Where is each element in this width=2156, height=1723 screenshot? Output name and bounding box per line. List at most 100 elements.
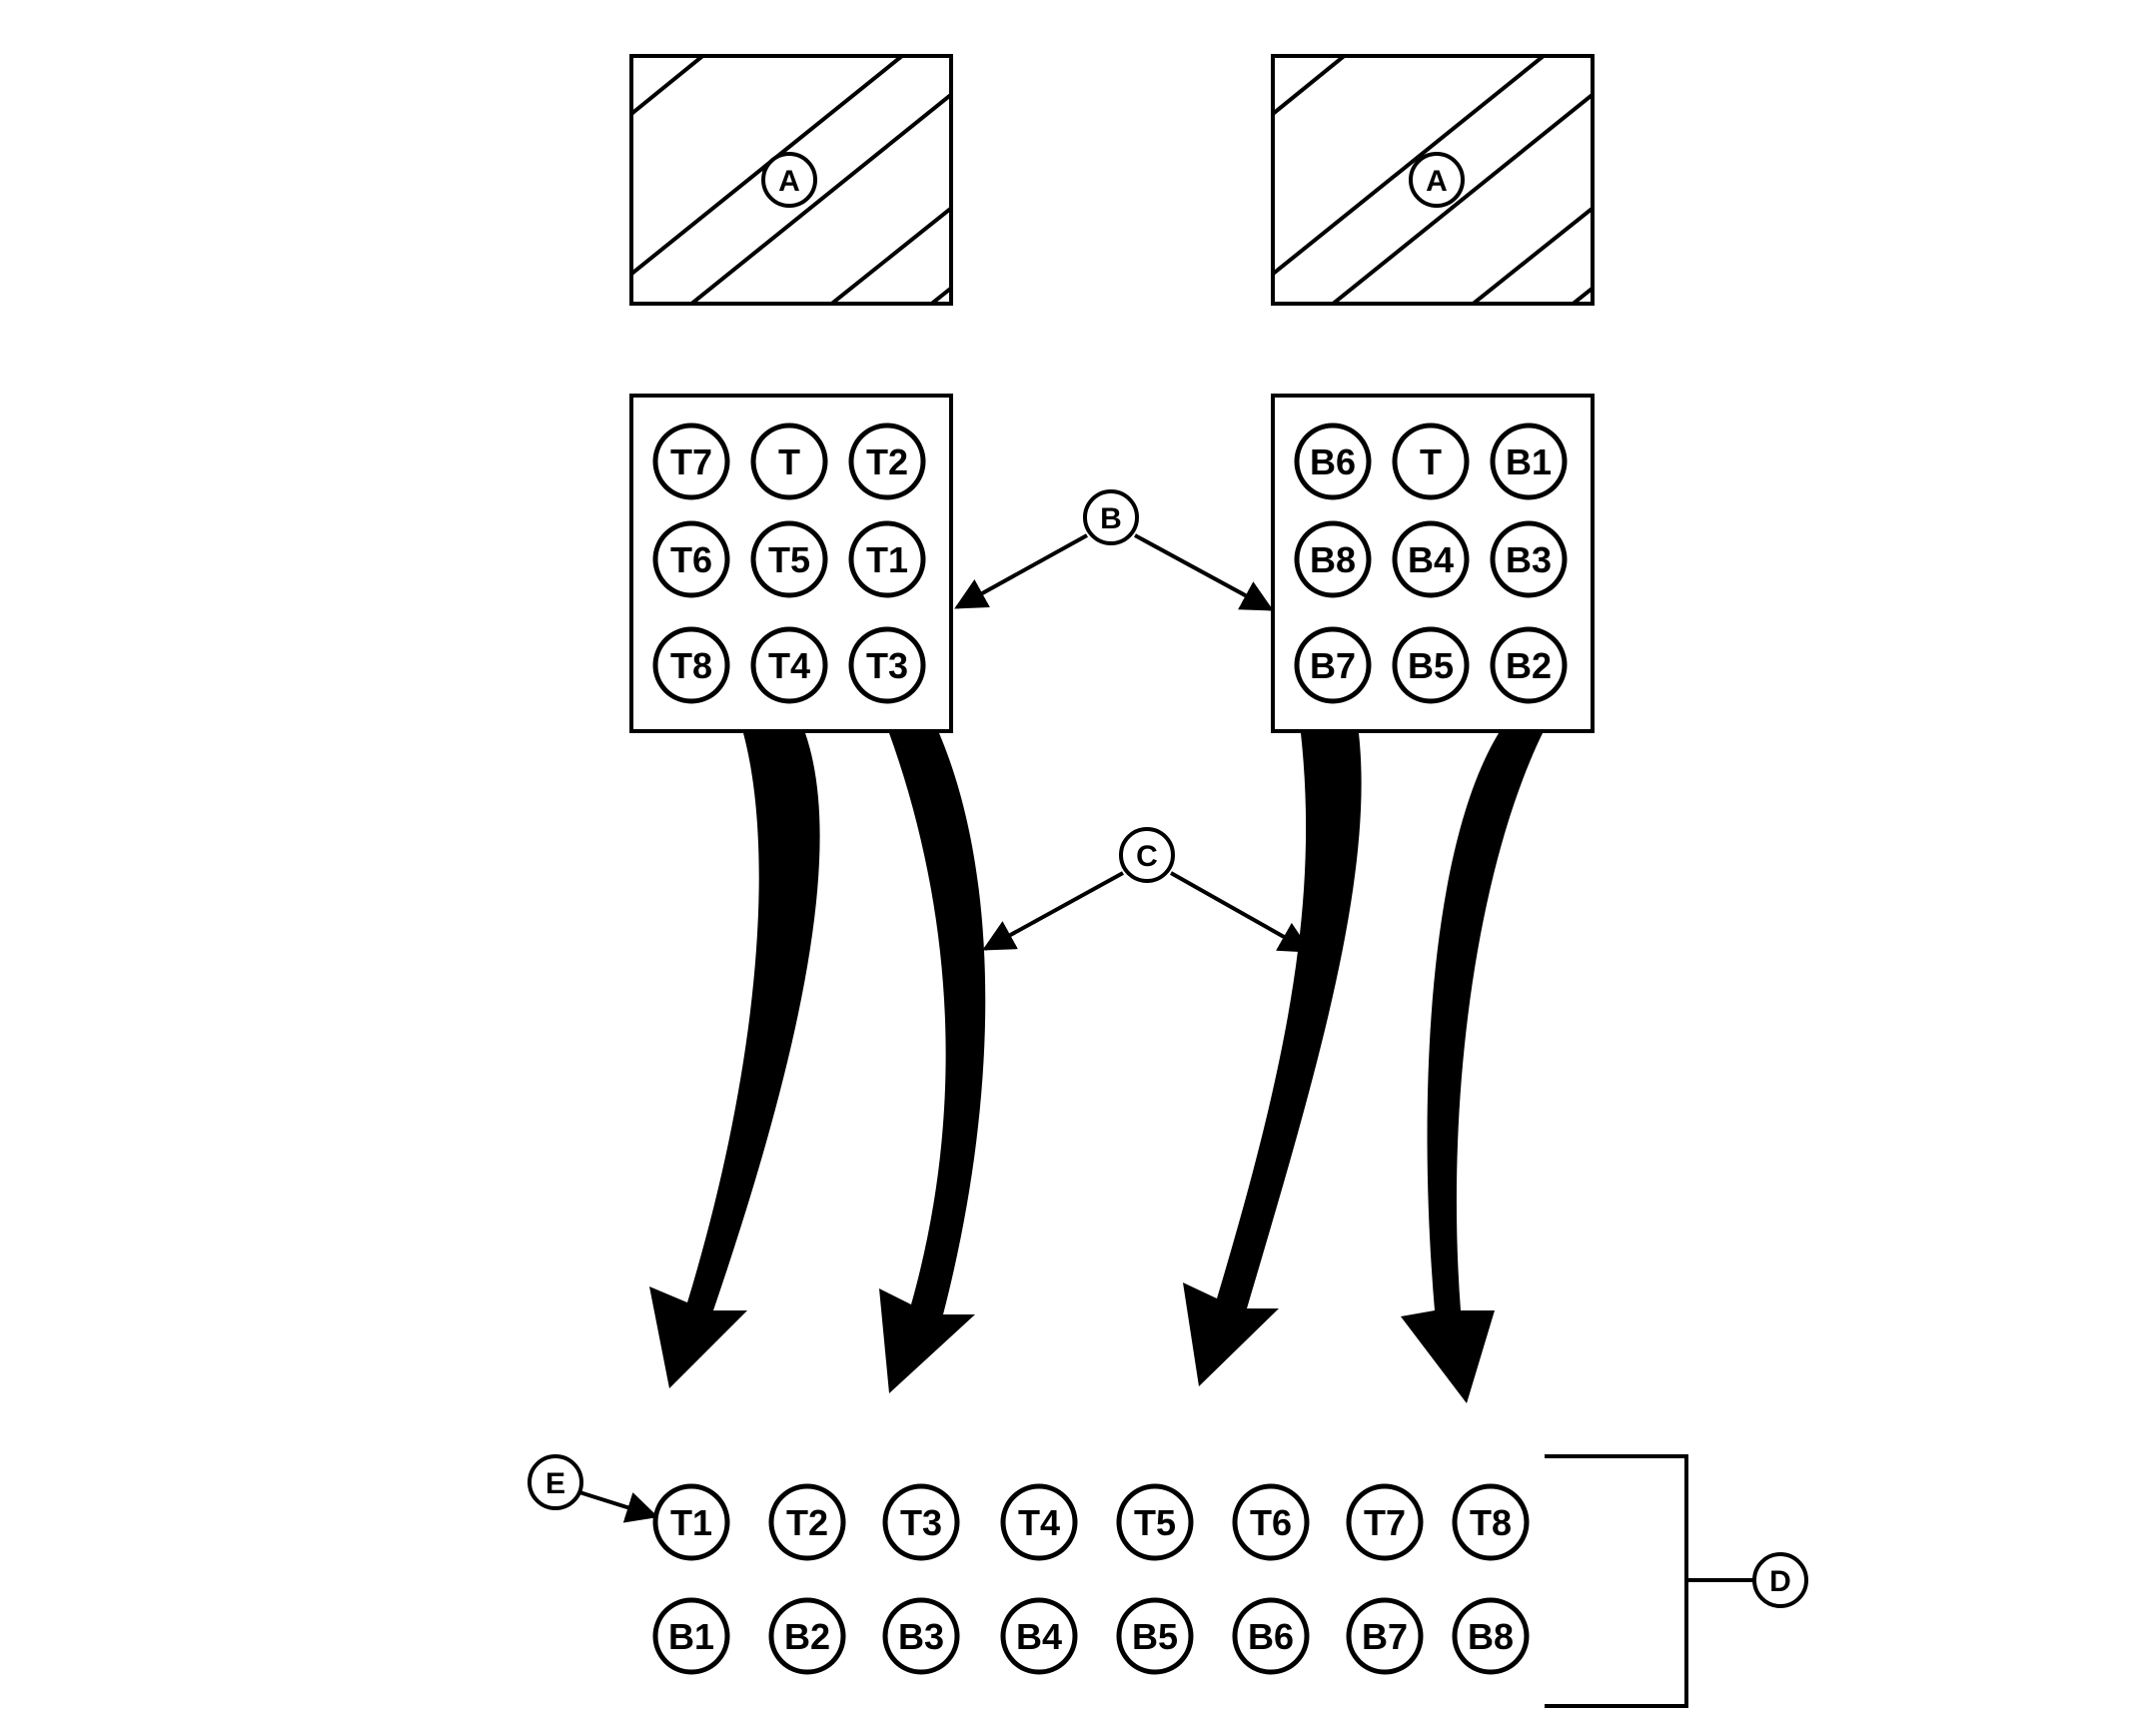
band-4 (1401, 733, 1543, 1403)
output-pin-b7-label: B7 (1362, 1616, 1408, 1657)
output-pin-t5-circle (1116, 1483, 1194, 1561)
callout-b-leader-left (954, 533, 1088, 609)
pin-left-t6-r1c0-circle (652, 520, 730, 598)
output-pin-b2: B2 (768, 1597, 846, 1675)
band-2 (879, 733, 986, 1393)
callout-c: C (1136, 840, 1158, 873)
pin-left-t8-r2c0-label: T8 (670, 645, 712, 686)
callout-c-circle (1119, 827, 1175, 883)
callout-b-circle (1083, 489, 1139, 545)
output-pin-t7-circle (1346, 1483, 1424, 1561)
hatch-pattern-right (1273, 56, 1593, 304)
output-pin-t4: T4 (1000, 1483, 1078, 1561)
callout-c-leader-right (1170, 871, 1312, 953)
pin-right-b7-r2c0: B7 (1294, 626, 1372, 704)
callout-d-circle (1752, 1552, 1808, 1608)
output-pin-t8-circle (1452, 1483, 1530, 1561)
pin-left-t5-r1c1-circle (750, 520, 828, 598)
pin-right-b8-r1c0: B8 (1294, 520, 1372, 598)
pin-left-t6-r1c0-label: T6 (670, 539, 712, 580)
output-pin-b5: B5 (1116, 1597, 1194, 1675)
pin-left-t4-r2c1-label: T4 (768, 645, 810, 686)
output-pin-b8-circle (1452, 1597, 1530, 1675)
callout-a-right-circle (1409, 152, 1465, 208)
pin-right-b3-r1c2-label: B3 (1506, 539, 1552, 580)
output-pin-b7: B7 (1346, 1597, 1424, 1675)
output-pin-b4-label: B4 (1016, 1616, 1062, 1657)
pin-left-t1-r1c2-label: T1 (866, 539, 908, 580)
pin-right-b2-r2c2-circle (1490, 626, 1568, 704)
output-pin-t7: T7 (1346, 1483, 1424, 1561)
output-pin-b4: B4 (1000, 1597, 1078, 1675)
callout-b: B (1100, 502, 1122, 535)
pin-left-t3-r2c2: T3 (848, 626, 926, 704)
routing-bands (649, 733, 1543, 1403)
output-pin-b6: B6 (1232, 1597, 1310, 1675)
output-pin-b1-circle (652, 1597, 730, 1675)
pin-left-t-r0c1-label: T (778, 441, 800, 482)
output-pin-t2: T2 (768, 1483, 846, 1561)
output-pin-b3: B3 (882, 1597, 960, 1675)
callout-a-left: A (778, 165, 800, 198)
pin-right-b8-r1c0-circle (1294, 520, 1372, 598)
callout-d: D (1769, 1565, 1791, 1598)
callout-c-leader-left (982, 871, 1124, 951)
output-pin-t6: T6 (1232, 1483, 1310, 1561)
pin-right-b2-r2c2: B2 (1490, 626, 1568, 704)
pin-right-b7-r2c0-circle (1294, 626, 1372, 704)
callout-b-group: B (954, 489, 1274, 611)
pin-left-t4-r2c1-circle (750, 626, 828, 704)
pin-right-b7-r2c0-label: B7 (1310, 645, 1356, 686)
output-pin-b6-label: B6 (1248, 1616, 1294, 1657)
pin-right-b3-r1c2: B3 (1490, 520, 1568, 598)
pin-left-t7-r0c0-circle (652, 423, 730, 500)
pin-left-t4-r2c1: T4 (750, 626, 828, 704)
pin-right-b4-r1c1-label: B4 (1408, 539, 1454, 580)
hatched-box-right: A (1271, 54, 1595, 306)
bracket (1545, 1454, 1688, 1708)
pin-left-t1-r1c2: T1 (848, 520, 926, 598)
pin-right-b2-r2c2-label: B2 (1506, 645, 1552, 686)
output-pin-b2-label: B2 (784, 1616, 830, 1657)
hatched-box-left: A (629, 54, 953, 306)
pin-right-b3-r1c2-circle (1490, 520, 1568, 598)
output-pin-t8-label: T8 (1470, 1502, 1512, 1543)
pin-left-t2-r0c2: T2 (848, 423, 926, 500)
pin-right-b4-r1c1: B4 (1392, 520, 1470, 598)
pin-right-b6-r0c0: B6 (1294, 423, 1372, 500)
pin-left-t7-r0c0: T7 (652, 423, 730, 500)
pin-right-b5-r2c1: B5 (1392, 626, 1470, 704)
pin-left-t-r0c1: T (750, 423, 828, 500)
pin-right-t-r0c1: T (1392, 423, 1470, 500)
output-pin-t3-circle (882, 1483, 960, 1561)
output-pin-b1-label: B1 (668, 1616, 714, 1657)
band-3 (1183, 733, 1362, 1386)
callout-a-left-circle (761, 152, 817, 208)
callout-e-group: E (528, 1454, 659, 1523)
output-pin-b7-circle (1346, 1597, 1424, 1675)
pin-right-b5-r2c1-label: B5 (1408, 645, 1454, 686)
pin-left-t8-r2c0: T8 (652, 626, 730, 704)
output-pin-t3: T3 (882, 1483, 960, 1561)
output-pin-t5-label: T5 (1134, 1502, 1176, 1543)
pin-left-t5-r1c1: T5 (750, 520, 828, 598)
callout-e-circle (528, 1454, 583, 1510)
output-pin-t6-label: T6 (1250, 1502, 1292, 1543)
callout-b-leader-right (1134, 533, 1274, 611)
output-pin-b5-circle (1116, 1597, 1194, 1675)
pin-left-t2-r0c2-label: T2 (866, 441, 908, 482)
callout-e-leader (578, 1490, 659, 1523)
output-pin-b5-label: B5 (1132, 1616, 1178, 1657)
pin-left-t3-r2c2-label: T3 (866, 645, 908, 686)
output-pin-t5: T5 (1116, 1483, 1194, 1561)
pin-right-t-r0c1-label: T (1420, 441, 1442, 482)
pin-left-t7-r0c0-label: T7 (670, 441, 712, 482)
output-pin-b2-circle (768, 1597, 846, 1675)
output-pin-t2-label: T2 (786, 1502, 828, 1543)
output-pin-t1: T1 (652, 1483, 730, 1561)
output-pin-b3-circle (882, 1597, 960, 1675)
